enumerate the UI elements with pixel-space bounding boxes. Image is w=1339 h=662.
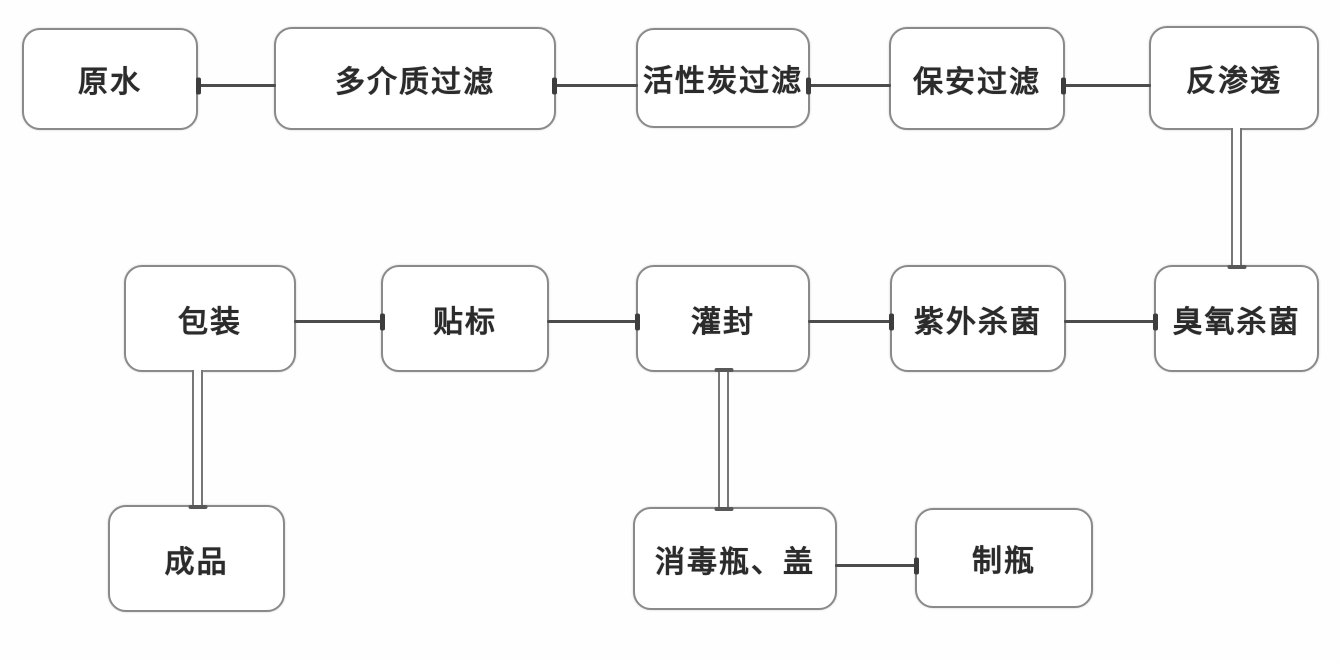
node-security-filter-label: 保安过滤 xyxy=(913,65,1041,99)
connector-raw-water-to-multi-media xyxy=(196,77,276,94)
node-filling-sealing-label: 灌封 xyxy=(691,305,755,339)
node-activated-carbon-filter: 活性炭过滤 xyxy=(636,28,810,128)
node-multi-media-filter: 多介质过滤 xyxy=(274,27,556,130)
connector-bottle-making-to-sterilize xyxy=(835,557,919,574)
node-filling-sealing: 灌封 xyxy=(636,265,810,372)
node-ozone-sterilization-label: 臭氧杀菌 xyxy=(1172,305,1301,339)
node-multi-media-filter-label: 多介质过滤 xyxy=(335,65,495,99)
connector-multi-media-to-activated-carbon xyxy=(552,77,638,94)
node-sterilize-bottle-cap: 消毒瓶、盖 xyxy=(633,507,837,610)
node-bottle-making-label: 制瓶 xyxy=(972,545,1036,578)
node-uv-sterilization: 紫外杀菌 xyxy=(890,265,1066,372)
arrow-tick xyxy=(196,77,201,94)
node-raw-water: 原水 xyxy=(22,28,198,130)
arrow-tick xyxy=(914,557,919,574)
arrow-tick xyxy=(1061,77,1066,94)
connector-filling-to-labeling xyxy=(547,313,640,330)
arrow-tick xyxy=(714,507,733,511)
connector-labeling-to-packaging xyxy=(294,313,385,330)
arrow-tick xyxy=(635,313,640,330)
arrow-tick xyxy=(1227,265,1246,269)
connector-packaging-to-finished-product xyxy=(188,370,207,509)
node-activated-carbon-filter-label: 活性炭过滤 xyxy=(643,65,803,98)
arrow-tick xyxy=(889,313,894,330)
node-security-filter: 保安过滤 xyxy=(889,27,1065,130)
arrow-tick xyxy=(552,77,557,94)
node-reverse-osmosis: 反渗透 xyxy=(1149,26,1319,130)
node-packaging-label: 包装 xyxy=(178,305,242,339)
connector-ozone-to-uv xyxy=(1064,313,1158,330)
node-raw-water-label: 原水 xyxy=(78,66,142,99)
node-packaging: 包装 xyxy=(124,265,296,372)
arrow-tick xyxy=(806,77,811,94)
connector-activated-carbon-to-security xyxy=(806,77,891,94)
node-labeling-label: 贴标 xyxy=(433,305,497,339)
node-bottle-making: 制瓶 xyxy=(915,508,1093,608)
connector-reverse-osmosis-to-ozone xyxy=(1227,128,1246,269)
node-reverse-osmosis-label: 反渗透 xyxy=(1186,65,1282,98)
arrow-tick xyxy=(188,505,207,509)
connector-filling-to-sterilize-bottle-cap xyxy=(714,368,733,511)
node-finished-product: 成品 xyxy=(108,505,285,612)
arrow-tick xyxy=(1153,313,1158,330)
node-labeling: 贴标 xyxy=(381,265,549,372)
connector-uv-to-filling xyxy=(808,313,894,330)
arrow-tick xyxy=(380,313,385,330)
arrow-tick xyxy=(714,368,733,372)
connector-security-to-reverse-osmosis xyxy=(1061,77,1151,94)
node-uv-sterilization-label: 紫外杀菌 xyxy=(914,305,1042,339)
node-finished-product-label: 成品 xyxy=(164,545,229,579)
node-sterilize-bottle-cap-label: 消毒瓶、盖 xyxy=(655,545,815,579)
node-ozone-sterilization: 臭氧杀菌 xyxy=(1154,265,1319,372)
